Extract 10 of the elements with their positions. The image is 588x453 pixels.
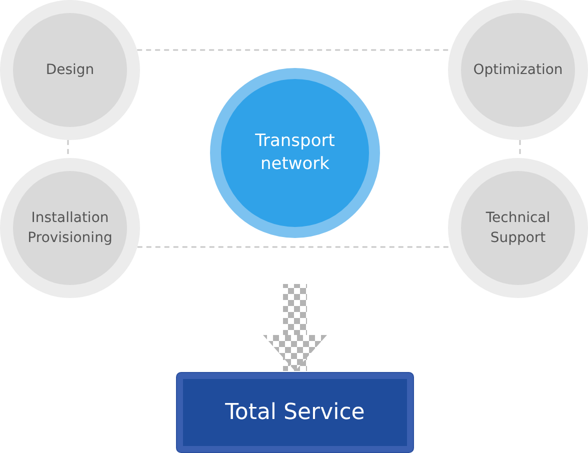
node-label: Installation Provisioning bbox=[26, 209, 114, 248]
node-label: Technical Support bbox=[484, 209, 552, 248]
arrow bbox=[263, 284, 327, 371]
dashed-connector bbox=[137, 246, 451, 248]
service-box bbox=[177, 373, 413, 452]
dashed-connector bbox=[137, 49, 451, 51]
node-label: Design bbox=[46, 61, 94, 80]
node-label: Transport network bbox=[254, 130, 336, 176]
node-label: Total Service bbox=[225, 400, 365, 425]
node-label: Optimization bbox=[473, 61, 563, 80]
